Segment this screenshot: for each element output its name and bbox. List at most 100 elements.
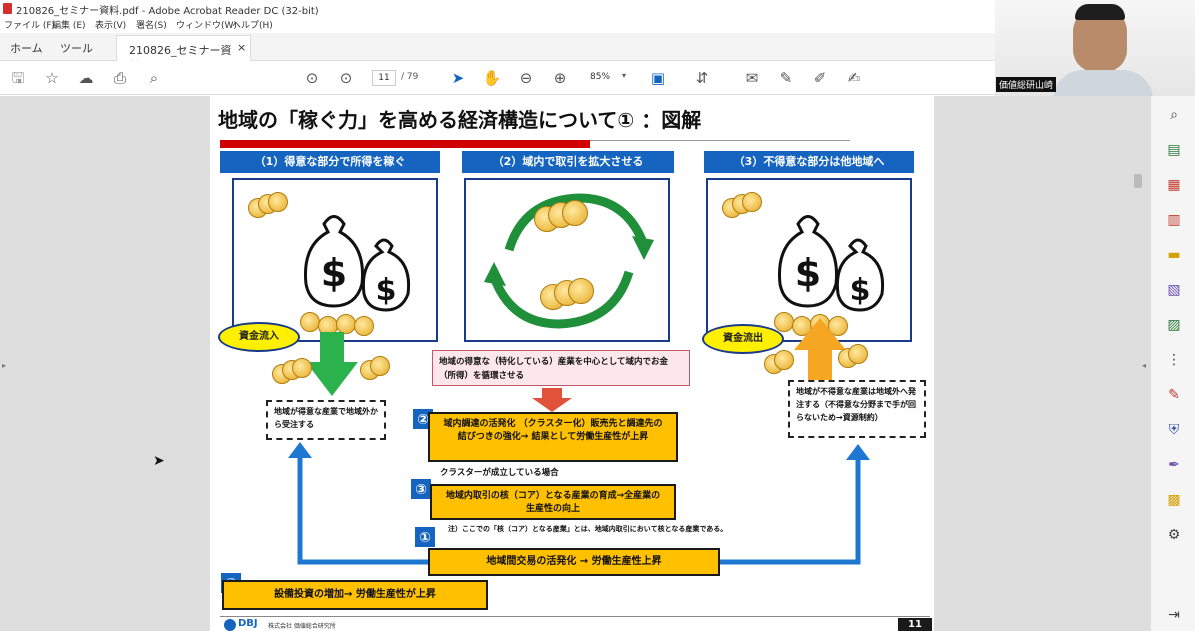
tab-bar: ホーム ツール 210826_セミナー資料... ×: [0, 33, 995, 73]
right-tools-rail: ⌕ ▤ ▦ ▥ ▬ ▧ ▨ ⋮ ✎ ⛨ ✒ ▩ ⚙ ⇥: [1150, 96, 1195, 631]
zoom-out-icon[interactable]: ⊖: [519, 69, 533, 87]
select-cursor-icon[interactable]: ➤: [451, 69, 465, 87]
step-1-box: 地域間交易の活発化 → 労働生産性上昇: [428, 548, 720, 576]
circulation-arrows-icon: [484, 193, 654, 329]
tab-home[interactable]: ホーム: [10, 42, 43, 55]
outflow-label: 資金流出: [702, 324, 784, 354]
coin-icon: [562, 200, 588, 226]
section-2-header: （2）域内で取引を拡大させる: [462, 151, 674, 173]
menu-view[interactable]: 表示(V): [95, 21, 127, 31]
money-bags-icon: $ $: [303, 215, 411, 312]
compress-pdf-icon[interactable]: ▨: [1167, 317, 1181, 333]
coin-icon: [300, 312, 320, 332]
coin-icon: [568, 278, 594, 304]
menu-sign[interactable]: 署名(S): [136, 21, 167, 31]
section-1-header: （1）得意な部分で所得を稼ぐ: [220, 151, 440, 173]
inflow-arrow-icon: [306, 332, 358, 396]
comment-tool-icon[interactable]: ▬: [1167, 247, 1181, 263]
coin-icon: [774, 350, 794, 370]
scrollbar-thumb[interactable]: [1134, 174, 1142, 188]
customize-tools-icon[interactable]: ⚙: [1167, 527, 1181, 543]
menu-edit[interactable]: 編集 (E): [52, 21, 86, 31]
left-panel-toggle-icon[interactable]: ▸: [2, 361, 7, 370]
svg-text:$: $: [376, 273, 397, 308]
video-feed: 価値総研山崎: [995, 0, 1195, 96]
title-red-bar: [220, 140, 590, 148]
zoom-dropdown-icon[interactable]: ▾: [622, 71, 627, 80]
save-icon[interactable]: 🖫: [11, 69, 25, 87]
participant-shirt: [1053, 70, 1153, 96]
scroll-mode-icon[interactable]: ⇵: [695, 69, 709, 87]
coin-icon: [774, 312, 794, 332]
more-tools-icon[interactable]: ⋮: [1167, 352, 1181, 368]
panel-circulation: [464, 178, 670, 342]
circulation-note-box: 地域の得意な（特化している）産業を中心として域内でお金（所得）を循環させる: [432, 350, 690, 386]
tab-tools[interactable]: ツール: [60, 42, 93, 55]
footer-logo-text: DBJ: [238, 618, 258, 629]
step-1-badge: ①: [414, 526, 436, 548]
close-tab-icon[interactable]: ×: [237, 41, 247, 54]
coin-icon: [370, 356, 390, 376]
prev-page-icon[interactable]: ⊙: [305, 69, 319, 87]
coin-icon: [354, 316, 374, 336]
page-number-input[interactable]: 11: [372, 70, 396, 86]
coin-icon: [292, 358, 312, 378]
cluster-condition-label: クラスターが成立している場合: [440, 468, 559, 478]
send-signature-icon[interactable]: ✒: [1168, 457, 1180, 473]
hand-tool-icon[interactable]: ✋: [482, 69, 502, 87]
window-title: 210826_セミナー資料.pdf - Adobe Acrobat Reader…: [16, 6, 319, 17]
svg-text:$: $: [321, 251, 347, 295]
coin-icon: [828, 316, 848, 336]
participant-hair: [1075, 4, 1125, 20]
certificate-icon[interactable]: ▩: [1167, 492, 1181, 508]
collapse-rail-icon[interactable]: ⇥: [1168, 607, 1180, 623]
fit-page-icon[interactable]: ▣: [650, 69, 666, 87]
slide-title: 地域の「稼ぐ力」を高める経済構造について① ：図解: [218, 108, 702, 132]
search-icon[interactable]: ⌕: [149, 69, 159, 87]
upload-cloud-icon[interactable]: ☁: [78, 69, 94, 87]
zoom-in-icon[interactable]: ⊕: [553, 69, 567, 87]
right-panel-toggle-icon[interactable]: ◂: [1142, 361, 1147, 370]
export-pdf-icon[interactable]: ▤: [1167, 142, 1181, 158]
next-page-icon[interactable]: ⊙: [339, 69, 353, 87]
footer-company: 株式会社 価値総合研究所: [268, 623, 336, 630]
menu-window[interactable]: ウィンドウ(W): [176, 21, 237, 31]
inflow-note-box: 地域が得意な産業で地域外から受注する: [266, 400, 386, 440]
zoom-search-icon[interactable]: ⌕: [1170, 107, 1178, 123]
menu-file[interactable]: ファイル (F): [4, 21, 56, 31]
outflow-note-box: 地域が不得意な産業は地域外へ発注する（不得意な分野まで手が回らないため→資源制約…: [788, 380, 926, 438]
step-3-badge: ③: [410, 478, 432, 500]
money-bags-icon: $ $: [777, 215, 885, 312]
dbj-logo-icon: [224, 619, 236, 631]
zoom-level[interactable]: 85%: [590, 72, 611, 82]
menu-help[interactable]: ヘルプ(H): [232, 21, 273, 31]
coin-icon: [268, 192, 288, 212]
coin-icon: [742, 192, 762, 212]
combine-files-icon[interactable]: ▧: [1167, 282, 1181, 298]
bookmark-star-icon[interactable]: ☆: [45, 69, 59, 87]
comment-icon[interactable]: ✉: [745, 69, 759, 87]
tab-document[interactable]: 210826_セミナー資料... ×: [116, 35, 251, 73]
protect-shield-icon[interactable]: ⛨: [1168, 422, 1180, 438]
print-icon[interactable]: ⎙: [113, 69, 126, 87]
menu-bar: ファイル (F) 編集 (E) 表示(V) 署名(S) ウィンドウ(W) ヘルプ…: [0, 17, 995, 33]
section-3-header: （3）不得意な部分は他地域へ: [704, 151, 914, 173]
footer-line: [220, 616, 930, 617]
participant-name: 価値総研山崎: [996, 77, 1057, 92]
toolbar: 🖫 ☆ ☁ ⎙ ⌕ ⊙ ⊙ 11 / 79 ➤ ✋ ⊖ ⊕ 85% ▾ ▣ ⇵ …: [0, 61, 1150, 95]
fill-sign-icon[interactable]: ✎: [1168, 387, 1180, 403]
window-title-bar: 210826_セミナー資料.pdf - Adobe Acrobat Reader…: [0, 0, 995, 17]
coin-icon: [848, 344, 868, 364]
trade-loop-arrows-icon: [288, 442, 870, 565]
step-2-box: 域内調達の活発化 （クラスター化）販売先と調達先の結びつきの強化→ 結果として労…: [428, 412, 678, 462]
panel-money-outflow: $ $: [706, 178, 912, 342]
create-pdf-icon[interactable]: ▥: [1167, 212, 1181, 228]
coin-icon: [336, 314, 356, 334]
highlight-pen-icon[interactable]: ✎: [779, 69, 793, 87]
draw-icon[interactable]: ✐: [813, 69, 827, 87]
organize-pages-icon[interactable]: ▦: [1167, 177, 1181, 193]
outflow-arrow-icon: [794, 318, 846, 382]
sign-icon[interactable]: ✍: [847, 69, 861, 87]
red-down-arrow-icon: [532, 388, 572, 412]
mouse-cursor-icon: ➤: [153, 453, 165, 469]
